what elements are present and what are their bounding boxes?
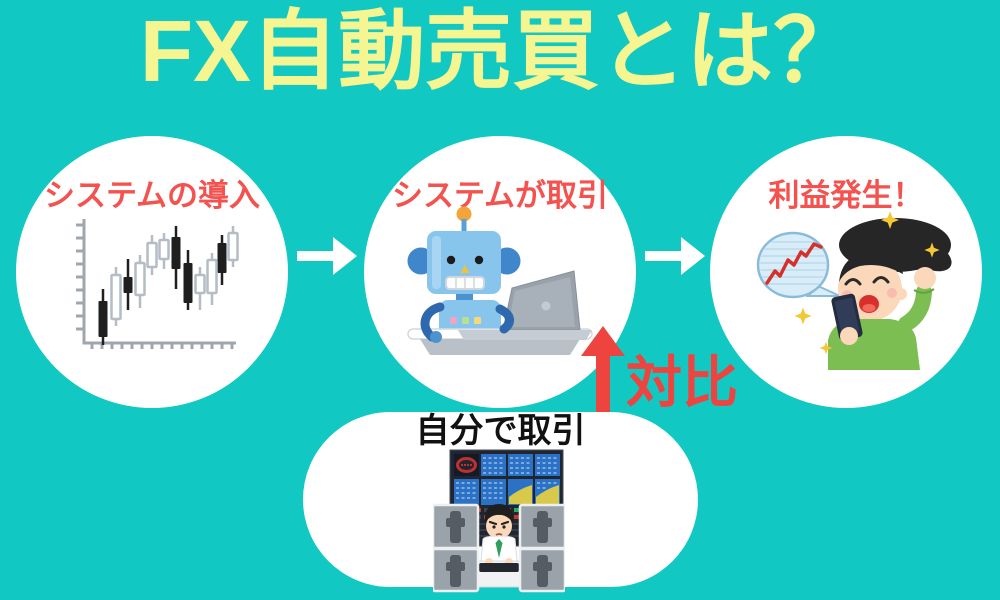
compare-label: 対比 xyxy=(626,351,738,414)
double-vertical-arrow-icon xyxy=(581,326,625,454)
right-arrow-icon xyxy=(297,237,357,275)
robot-trading-laptop-icon xyxy=(407,206,593,355)
candlestick-chart-icon xyxy=(76,219,239,349)
right-arrow-icon xyxy=(645,237,705,275)
page-title: FX自動売買とは？ xyxy=(139,3,861,100)
manual-trade-label: 自分で取引 xyxy=(415,412,586,450)
trader-multiple-monitors-icon xyxy=(433,449,565,593)
step-label-system-trades: システムが取引 xyxy=(391,178,609,213)
step-label-profit: 利益発生！ xyxy=(768,178,924,213)
step-label-install: システムの導入 xyxy=(43,178,261,213)
happy-man-smartphone-profit-icon xyxy=(756,212,952,370)
